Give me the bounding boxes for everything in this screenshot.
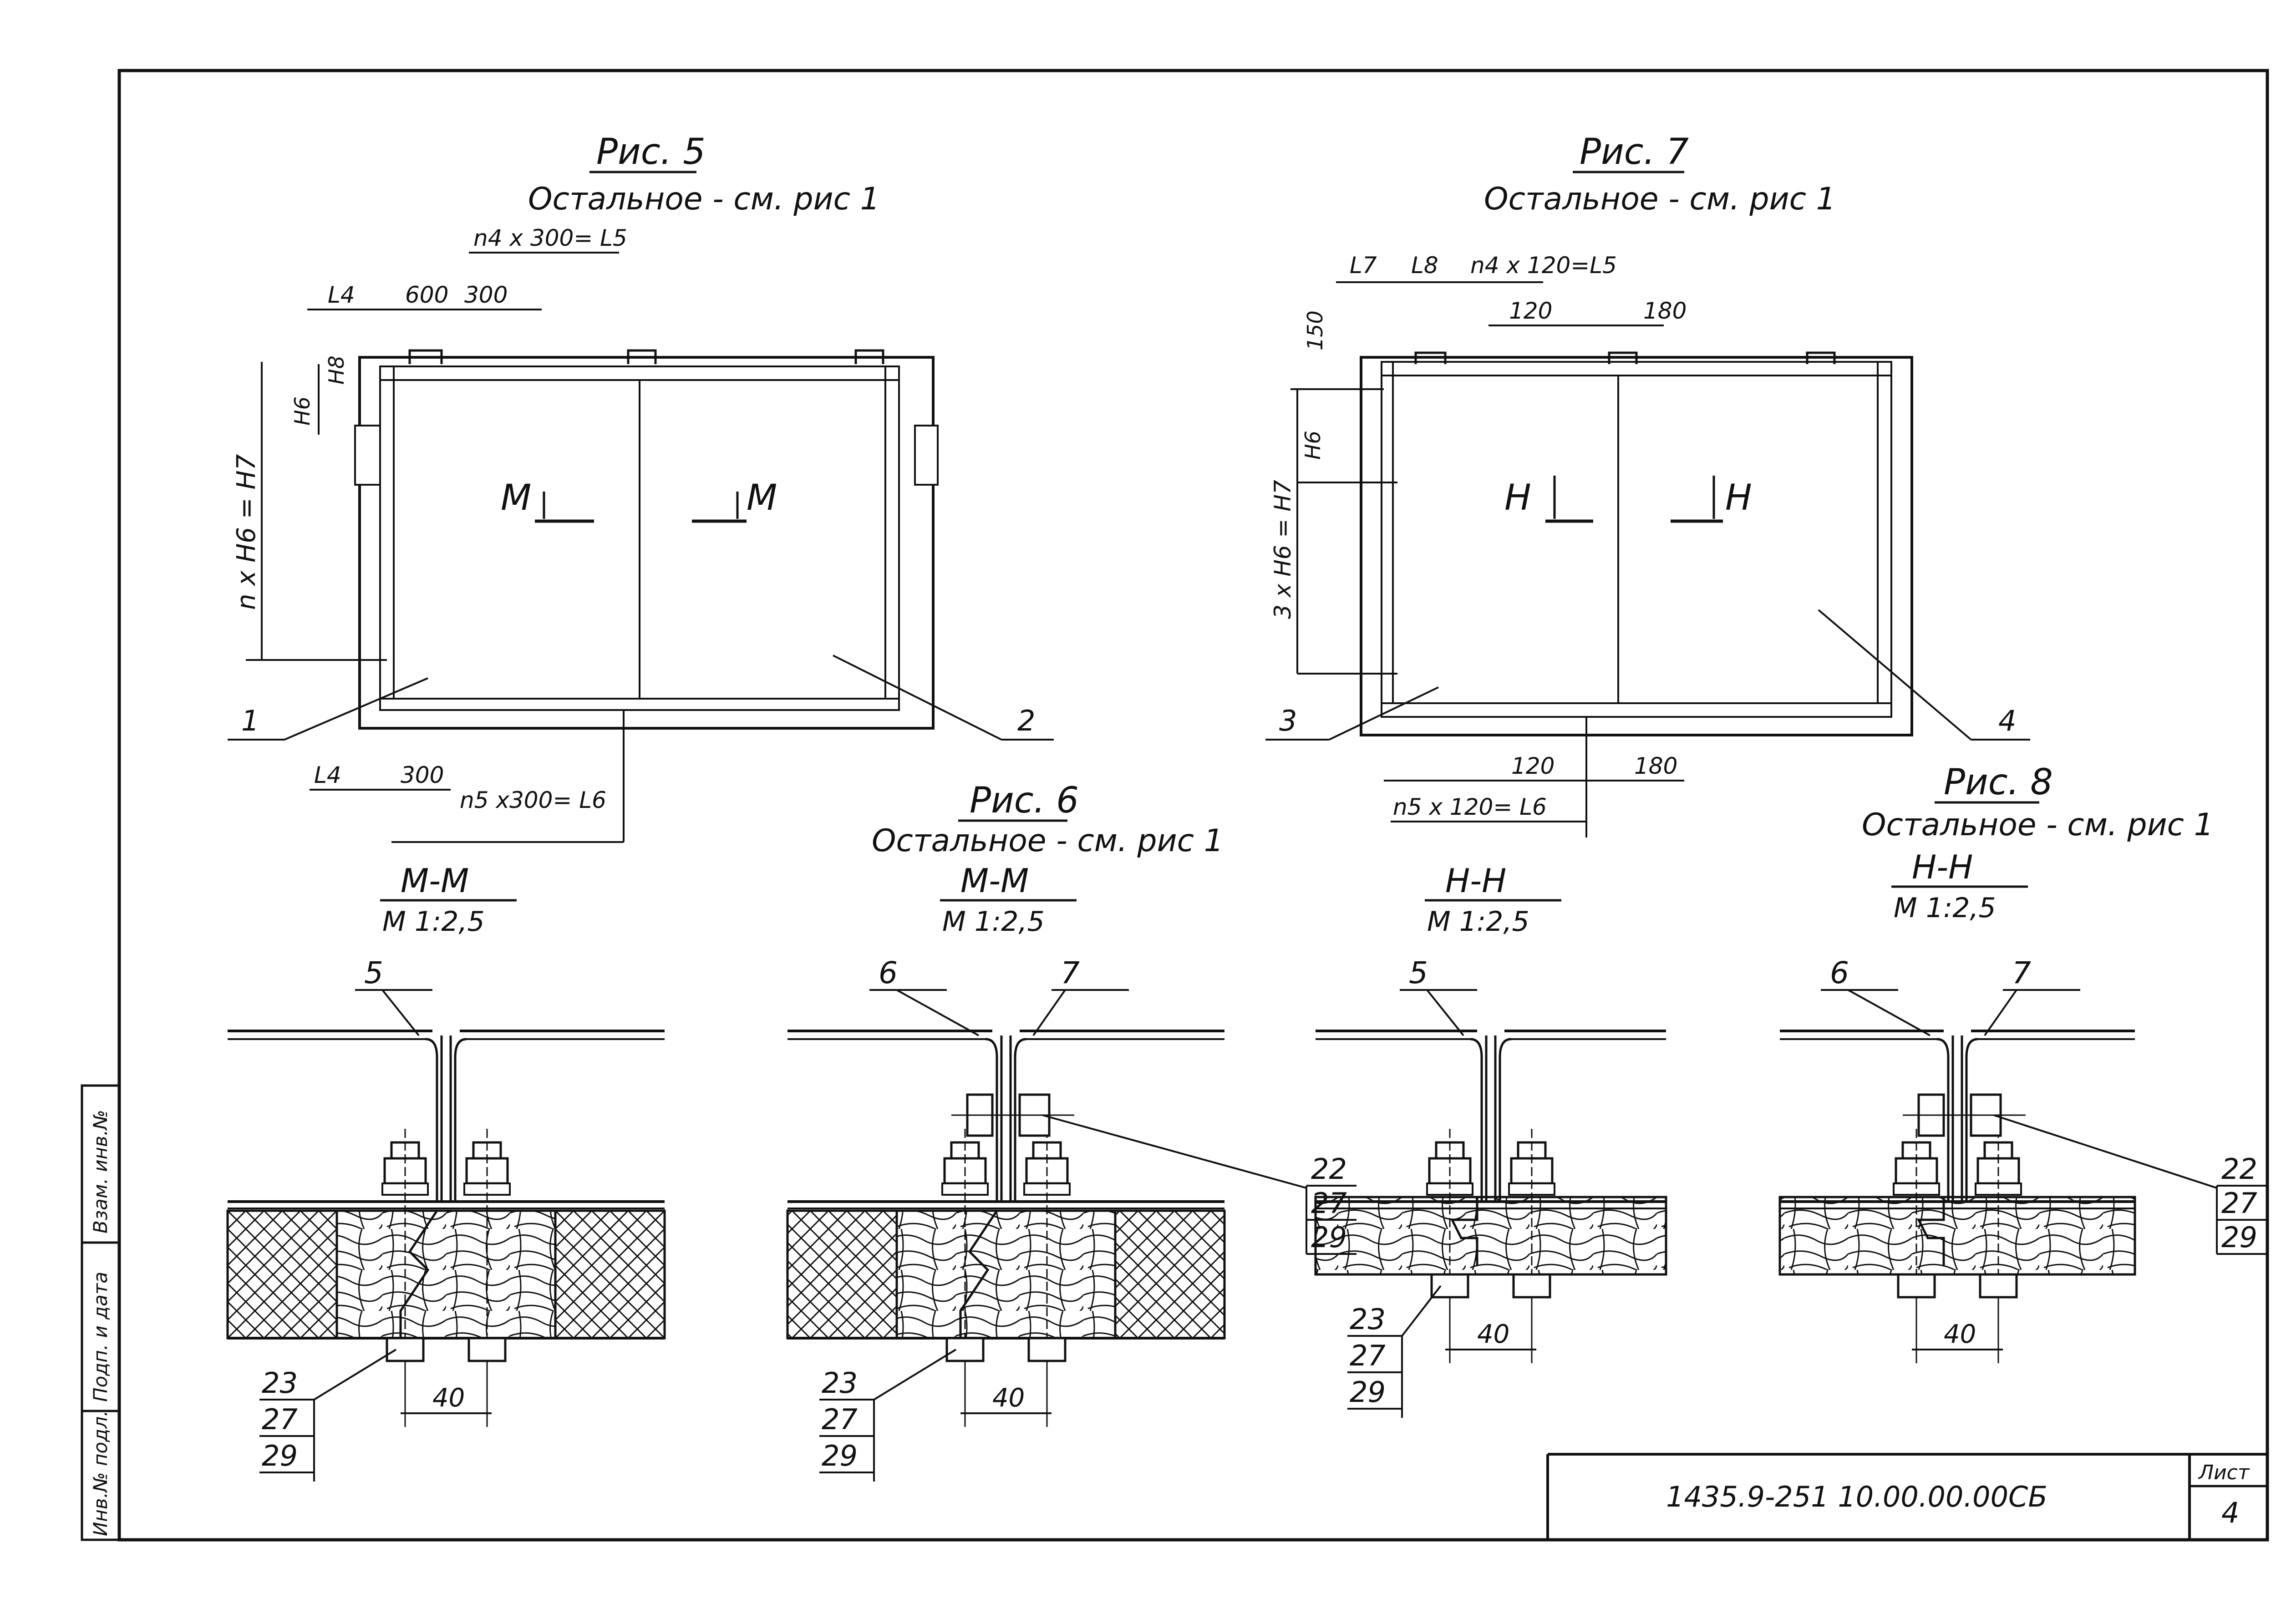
title-block: 1435.9-251 10.00.00.00СБ Лист 4: [1546, 1453, 2267, 1540]
fig5-note: Остальное - см. рис 1: [528, 181, 880, 217]
section-2: М-ММ 1:2,52227296740232729: [786, 862, 1356, 1482]
section-1-top-pos: 5: [364, 955, 383, 990]
fig5-pos-1: 1: [241, 704, 259, 737]
fig5-dim-H8: H8: [324, 355, 349, 385]
fig7-note: Остальное - см. рис 1: [1484, 181, 1836, 217]
fig8-title: Рис. 8: [1944, 762, 2053, 803]
fig7-dim-L8: L8: [1411, 252, 1438, 279]
section-3-bottom-pos: 23: [1350, 1303, 1386, 1336]
fig5-dim-top: n4 x 300= L5: [473, 225, 627, 251]
section-2-bolt-pos: 22: [1311, 1152, 1347, 1186]
fig5-dim-H6: H6: [290, 396, 315, 426]
fig5-dim-L4a: L4: [328, 282, 355, 308]
side-stamp-c2: Подп. и дата: [89, 1272, 112, 1402]
fig6-note: Остальное - см. рис 1: [872, 823, 1224, 859]
fig7-dim-bottom: n5 x 120= L6: [1393, 794, 1547, 820]
figure-5: Рис. 5 Остальное - см. рис 1 M M n4 x 30…: [228, 132, 1054, 843]
section-2-bottom-pos: 27: [822, 1403, 858, 1436]
fig7-dim-vertical: 3 x H6 = H7: [1270, 480, 1296, 619]
fig8-note: Остальное - см. рис 1: [1862, 807, 2214, 843]
fig6-title: Рис. 6: [970, 780, 1079, 821]
fig7-dim-150: 150: [1303, 310, 1327, 350]
section-1-bottom-pos: 23: [262, 1366, 298, 1400]
section-1-bottom-pos: 29: [262, 1439, 298, 1472]
section-1-bottom-pos: 27: [262, 1403, 298, 1436]
section-3-top-pos: 5: [1409, 955, 1428, 990]
section-2-bottom-pos: 29: [822, 1439, 858, 1472]
section-4-dim: 40: [1944, 1320, 1976, 1349]
fig5-title: Рис. 5: [596, 132, 706, 173]
fig7-section-right: Н: [1725, 477, 1752, 518]
side-stamp-c3: Взам. инв.№: [89, 1110, 112, 1233]
fig7-title: Рис. 7: [1580, 132, 1689, 173]
section-2-bottom-pos: 23: [822, 1366, 858, 1400]
section-1-label: М-М: [401, 862, 469, 900]
section-3-label: Н-Н: [1445, 862, 1506, 900]
fig5-section-left: M: [501, 477, 531, 518]
section-4-label: Н-Н: [1912, 848, 1973, 886]
section-4-bolt-pos: 27: [2221, 1187, 2257, 1220]
figure-7: Рис. 7 Остальное - см. рис 1 Н Н L7 L8 n…: [1265, 132, 2030, 837]
section-1-dim: 40: [432, 1383, 465, 1413]
section-3-bottom-pos: 27: [1350, 1339, 1386, 1372]
section-3-scale: М 1:2,5: [1427, 906, 1529, 938]
fig7-dim-L7: L7: [1350, 252, 1377, 279]
fig5-dim-bottom: n5 x300= L6: [460, 787, 606, 813]
section-2-dim: 40: [992, 1383, 1025, 1413]
section-3-dim: 40: [1477, 1320, 1509, 1349]
section-3-bottom-pos: 29: [1350, 1375, 1386, 1409]
sheet-number: 4: [2221, 1496, 2239, 1529]
side-stamp-c1: Инв.№ подл.: [89, 1411, 112, 1536]
fig7-dim-120a: 120: [1509, 298, 1552, 324]
side-stamp: Взам. инв.№ Подп. и дата Инв.№ подл.: [81, 1084, 121, 1541]
section-1-scale: М 1:2,5: [382, 906, 485, 938]
fig7-dim-180b: 180: [1634, 753, 1677, 779]
fig7-dim-H6: H6: [1301, 431, 1325, 460]
fig7-dim-120b: 120: [1511, 753, 1555, 779]
section-4-bolt-pos: 22: [2221, 1152, 2257, 1186]
section-2-top-pos: 7: [1061, 955, 1080, 990]
fig5-pos-2: 2: [1017, 704, 1035, 737]
fig5-dim-L4b: L4: [314, 762, 341, 788]
fig7-pos-3: 3: [1279, 704, 1297, 737]
section-4-scale: М 1:2,5: [1894, 892, 1996, 924]
fig5-section-right: M: [747, 477, 777, 518]
section-2-label: М-М: [960, 862, 1029, 900]
section-2-scale: М 1:2,5: [942, 906, 1045, 938]
sheet-label: Лист: [2198, 1461, 2250, 1484]
sheet-frame: [117, 69, 2269, 1542]
fig5-dim-300a: 300: [464, 282, 508, 308]
drawing-code: 1435.9-251 10.00.00.00СБ: [1666, 1480, 2047, 1513]
section-4-top-pos: 6: [1830, 955, 1849, 990]
fig5-dim-vertical: n x H6 = H7: [232, 454, 261, 610]
section-4-top-pos: 7: [2012, 955, 2031, 990]
fig5-dim-300b: 300: [401, 762, 444, 788]
fig7-pos-4: 4: [1998, 704, 2016, 737]
section-4-bolt-pos: 29: [2221, 1221, 2257, 1254]
fig7-dim-180a: 180: [1643, 298, 1687, 324]
fig5-dim-600: 600: [405, 282, 448, 308]
fig7-section-left: Н: [1504, 477, 1531, 518]
fig7-dim-top: n4 x 120=L5: [1470, 252, 1617, 279]
section-2-top-pos: 6: [879, 955, 898, 990]
